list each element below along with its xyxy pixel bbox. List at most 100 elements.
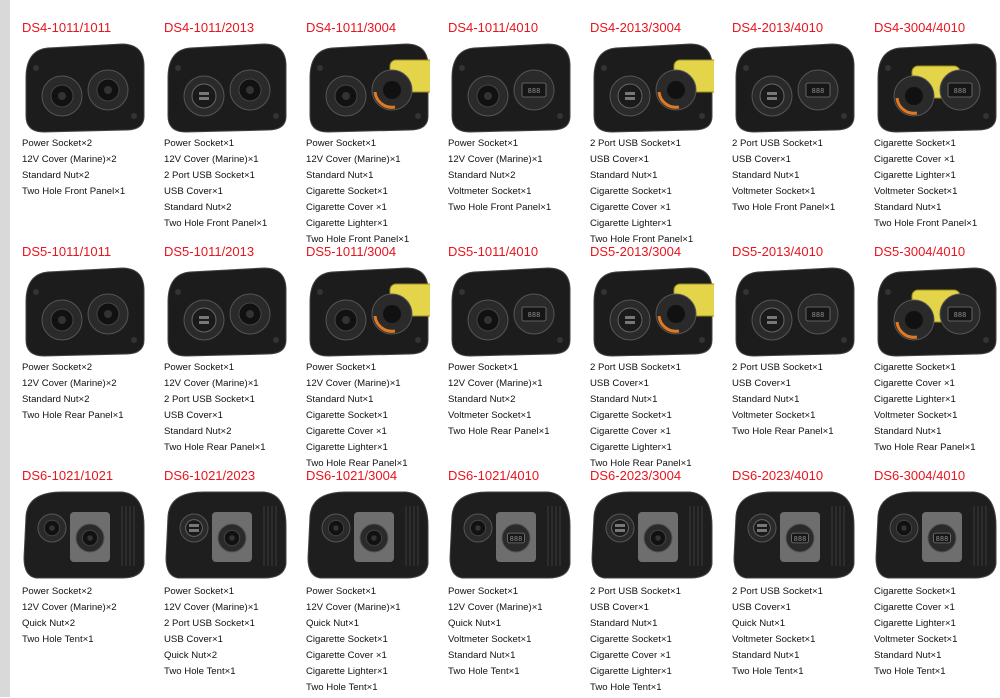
product-code: DS5-3004/4010	[874, 244, 966, 259]
component-item: 2 Port USB Socket×1	[732, 138, 823, 149]
lighter-mini-module-icon	[889, 513, 919, 543]
component-item: USB Cover×1	[164, 186, 223, 197]
product-photo: 888	[735, 43, 855, 133]
volt-module-icon: 888	[501, 523, 531, 553]
component-item: Power Socket×2	[22, 138, 93, 149]
component-item: USB Cover×1	[590, 154, 649, 165]
lighter-mini-module-icon	[359, 523, 389, 553]
product-code: DS4-1011/3004	[306, 20, 397, 35]
component-item: 12V Cover (Marine)×2	[22, 154, 117, 165]
product-photo	[593, 267, 714, 357]
usb-module-icon	[183, 75, 225, 117]
component-item: Standard Nut×1	[732, 170, 800, 181]
svg-text:888: 888	[936, 535, 949, 543]
volt-module-icon: 888	[797, 69, 839, 111]
component-item: Power Socket×2	[22, 362, 93, 373]
product-photo: 888	[735, 267, 855, 357]
product-code: DS4-2013/4010	[732, 20, 824, 35]
component-item: Cigarette Socket×1	[874, 138, 956, 149]
component-item: 12V Cover (Marine)×1	[164, 602, 259, 613]
component-item: 2 Port USB Socket×1	[732, 362, 823, 373]
component-item: Cigarette Socket×1	[306, 410, 388, 421]
usb-module-icon	[751, 75, 793, 117]
product-code: DS4-1011/4010	[448, 20, 539, 35]
socket-module-icon	[467, 299, 509, 341]
component-item: Quick Nut×2	[164, 650, 218, 661]
component-item: 12V Cover (Marine)×1	[448, 378, 543, 389]
svg-text:888: 888	[528, 311, 541, 319]
component-item: 2 Port USB Socket×1	[590, 138, 681, 149]
product-code: DS6-2023/4010	[732, 468, 824, 483]
product-photo: 888	[451, 267, 571, 357]
volt-module-icon: 888	[513, 293, 555, 335]
component-item: USB Cover×1	[732, 154, 791, 165]
product-code: DS5-1011/1011	[22, 244, 112, 259]
component-item: Two Hole Rear Panel×1	[306, 458, 408, 469]
component-item: Cigarette Socket×1	[874, 362, 956, 373]
component-item: Two Hole Front Panel×1	[22, 186, 126, 197]
usb-module-icon	[751, 299, 793, 341]
component-item: Two Hole Rear Panel×1	[732, 426, 834, 437]
svg-text:888: 888	[794, 535, 807, 543]
socket-module-icon	[37, 513, 67, 543]
page-margin-bar	[0, 0, 10, 697]
component-item: Power Socket×1	[448, 586, 519, 597]
volt-module-icon: 888	[939, 293, 981, 335]
component-item: Two Hole Front Panel×1	[874, 218, 978, 229]
socket-module-icon	[229, 293, 271, 335]
volt-module-icon: 888	[797, 293, 839, 335]
product-photo	[25, 43, 145, 133]
usb-module-icon	[609, 75, 651, 117]
component-item: Cigarette Socket×1	[306, 634, 388, 645]
component-item: Power Socket×1	[306, 586, 377, 597]
product-photo	[307, 491, 429, 579]
component-item: Two Hole Front Panel×1	[590, 234, 694, 245]
lighter-mini-module-icon	[643, 523, 673, 553]
component-item: Standard Nut×1	[590, 170, 658, 181]
product-photo	[593, 43, 714, 133]
product-photo	[165, 491, 287, 579]
volt-module-icon: 888	[939, 69, 981, 111]
product-code: DS4-2013/3004	[590, 20, 682, 35]
product-photo: 888	[877, 43, 997, 133]
component-item: 12V Cover (Marine)×1	[448, 154, 543, 165]
product-photo: 888	[877, 267, 997, 357]
component-item: Cigarette Lighter×1	[306, 218, 388, 229]
svg-text:888: 888	[954, 87, 967, 95]
product-code: DS5-1011/2013	[164, 244, 255, 259]
product-code: DS5-1011/3004	[306, 244, 397, 259]
product-photo	[167, 43, 287, 133]
product-photo: 888	[451, 43, 571, 133]
component-item: 12V Cover (Marine)×1	[306, 378, 401, 389]
component-item: Cigarette Socket×1	[590, 634, 672, 645]
component-item: Cigarette Cover ×1	[590, 426, 671, 437]
component-item: Cigarette Cover ×1	[306, 426, 387, 437]
volt-module-icon: 888	[513, 69, 555, 111]
product-code: DS6-1021/1021	[22, 468, 114, 483]
product-photo	[23, 491, 145, 579]
product-photo	[591, 491, 713, 579]
component-item: Quick Nut×1	[448, 618, 502, 629]
component-item: Voltmeter Socket×1	[874, 410, 958, 421]
product-photo	[309, 267, 430, 357]
component-item: USB Cover×1	[732, 602, 791, 613]
volt-module-icon: 888	[927, 523, 957, 553]
product-photo: 888	[449, 491, 571, 579]
component-item: Power Socket×2	[22, 586, 93, 597]
component-item: Cigarette Socket×1	[590, 186, 672, 197]
product-code: DS5-1011/4010	[448, 244, 539, 259]
component-item: Two Hole Tent×1	[22, 634, 94, 645]
component-item: Standard Nut×2	[164, 426, 232, 437]
